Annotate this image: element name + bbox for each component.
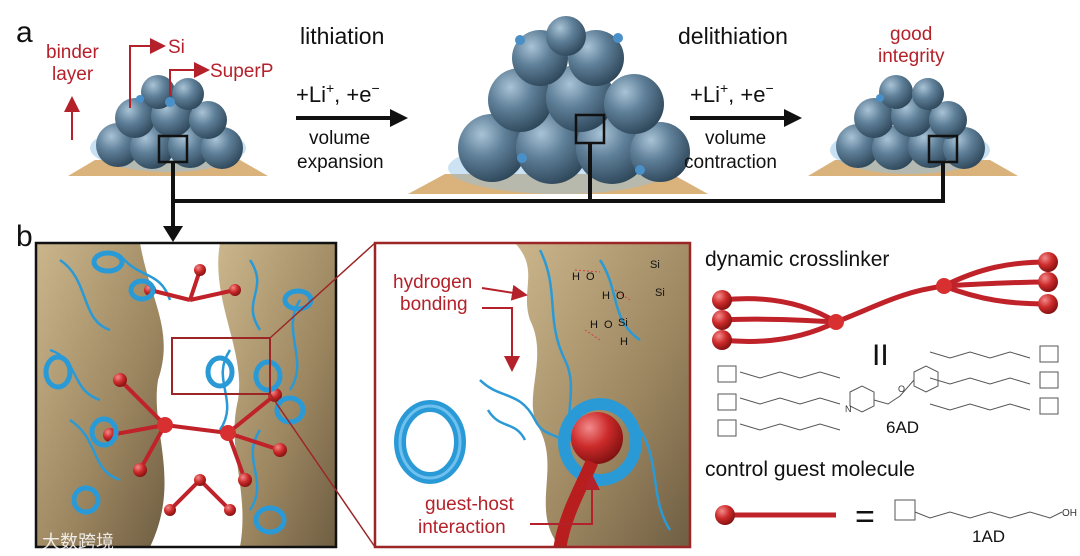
atom-o: O	[898, 384, 905, 394]
hydrogen-bond-atoms: H O Si H O Si H O Si H	[572, 259, 665, 348]
si-cluster-initial	[90, 75, 246, 172]
svg-text:O: O	[604, 319, 613, 331]
detail-box	[171, 337, 271, 395]
detail-line-top	[269, 242, 376, 339]
label-integrity: integrity	[878, 46, 945, 67]
atom-oh: OH	[1062, 508, 1077, 519]
label-dynamic-crosslinker: dynamic crosslinker	[705, 248, 889, 271]
structure-1ad	[894, 499, 1063, 521]
guest-host-arrow	[530, 474, 600, 525]
lithiation-arrowhead	[390, 109, 408, 127]
network-view	[34, 241, 338, 549]
svg-text:H: H	[602, 290, 610, 302]
label-6ad: 6AD	[886, 418, 919, 437]
svg-text:O: O	[616, 290, 625, 302]
label-bonding: bonding	[400, 294, 468, 315]
connector-arrowhead	[163, 226, 183, 242]
si-cluster-expanded	[448, 16, 690, 194]
label-hydrogen: hydrogen	[393, 272, 472, 293]
svg-text:H: H	[590, 319, 598, 331]
step-lithiation-caption-2: expansion	[297, 152, 384, 173]
label-good: good	[890, 24, 932, 45]
label-control-guest: control guest molecule	[705, 458, 915, 481]
si-arrow	[129, 38, 166, 108]
svg-text:H: H	[620, 336, 628, 348]
zoom-connector	[171, 143, 945, 228]
svg-text:O: O	[586, 271, 595, 283]
svg-text:Si: Si	[618, 317, 628, 329]
step-lithiation-ions: +Li+, +e−	[296, 80, 380, 107]
label-interaction: interaction	[418, 517, 506, 538]
hydrogen-arrow-1	[481, 284, 528, 301]
svg-text:Si: Si	[655, 287, 665, 299]
crosslinker-diagram	[712, 252, 1058, 350]
equals-sign: =	[855, 498, 875, 536]
step-delithiation-title: delithiation	[678, 23, 788, 49]
label-layer: layer	[52, 64, 94, 85]
watermark: 大数跨境	[42, 532, 114, 552]
control-guest-diagram	[715, 505, 836, 525]
si-cluster-contracted	[830, 75, 990, 174]
step-lithiation-caption-1: volume	[309, 128, 370, 149]
panel-label-b: b	[16, 220, 33, 253]
superp-arrow	[169, 62, 210, 96]
equals-vertical: II	[872, 339, 889, 372]
label-si: Si	[168, 37, 185, 58]
label-guest-host: guest-host	[425, 494, 514, 515]
label-1ad: 1AD	[972, 527, 1005, 546]
label-binder: binder	[46, 42, 99, 63]
step-delithiation-caption-2: contraction	[684, 152, 777, 173]
step-delithiation-caption-1: volume	[705, 128, 766, 149]
structure-6ad	[717, 345, 1059, 437]
label-superp: SuperP	[210, 61, 273, 82]
panel-label-a: a	[16, 16, 33, 49]
zoomed-detail-view	[373, 241, 692, 549]
delithiation-arrowhead	[784, 109, 802, 127]
detail-line-bottom	[269, 393, 376, 548]
atom-n: N	[845, 404, 852, 414]
svg-text:Si: Si	[650, 259, 660, 271]
hydrogen-arrow-2	[482, 307, 520, 372]
svg-text:H: H	[572, 271, 580, 283]
step-delithiation-ions: +Li+, +e−	[690, 80, 774, 107]
step-lithiation-title: lithiation	[300, 23, 384, 49]
